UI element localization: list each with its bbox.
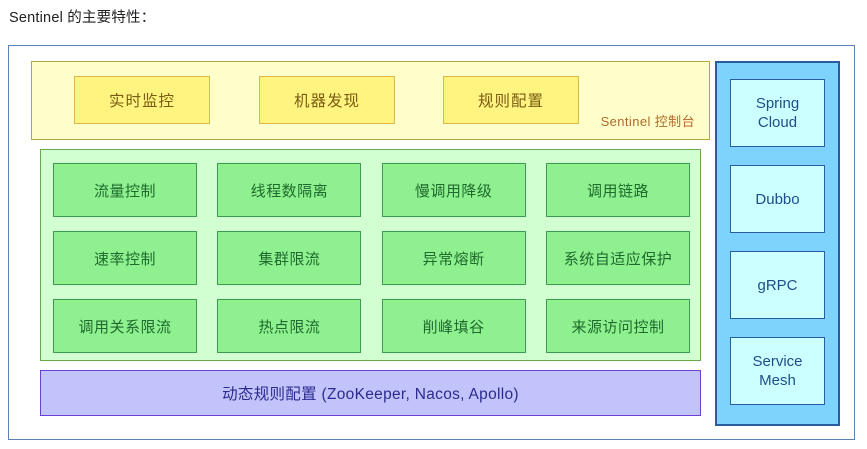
feature-cell-exception-circuit-breaking[interactable]: 异常熔断 [381, 231, 526, 285]
dynamic-rule-datasource-bar[interactable]: 动态规则配置 (ZooKeeper, Nacos, Apollo) [40, 370, 701, 416]
feature-cell-origin-access-control[interactable]: 来源访问控制 [545, 299, 690, 353]
feature-cell-slow-call-degrade[interactable]: 慢调用降级 [381, 163, 526, 217]
sentinel-architecture-diagram: 实时监控 机器发现 规则配置 Sentinel 控制台 流量控制 线程数隔离 慢… [8, 45, 855, 440]
sentinel-core-stack: 实时监控 机器发现 规则配置 Sentinel 控制台 流量控制 线程数隔离 慢… [31, 61, 710, 426]
page-title: Sentinel 的主要特性： [9, 10, 156, 26]
feature-cell-flow-control[interactable]: 流量控制 [53, 163, 197, 217]
integration-spring-cloud[interactable]: Spring Cloud [730, 79, 825, 147]
feature-row: 流量控制 线程数隔离 慢调用降级 调用链路 [53, 163, 690, 217]
console-feature-machine-discovery[interactable]: 机器发现 [259, 76, 395, 124]
sentinel-console-panel: 实时监控 机器发现 规则配置 Sentinel 控制台 [31, 61, 710, 140]
console-feature-rule-configuration[interactable]: 规则配置 [443, 76, 579, 124]
feature-cell-call-chain[interactable]: 调用链路 [545, 163, 690, 217]
feature-cell-thread-isolation[interactable]: 线程数隔离 [217, 163, 362, 217]
feature-cell-system-adaptive-protection[interactable]: 系统自适应保护 [545, 231, 690, 285]
feature-cell-cluster-flow-control[interactable]: 集群限流 [217, 231, 362, 285]
feature-cell-relation-flow-control[interactable]: 调用关系限流 [53, 299, 197, 353]
core-features-panel: 流量控制 线程数隔离 慢调用降级 调用链路 速率控制 集群限流 异常熔断 系统自… [40, 149, 701, 361]
feature-row: 速率控制 集群限流 异常熔断 系统自适应保护 [53, 231, 690, 285]
feature-cell-traffic-shaping[interactable]: 削峰填谷 [381, 299, 526, 353]
console-feature-realtime-monitoring[interactable]: 实时监控 [74, 76, 210, 124]
integrations-panel: Spring Cloud Dubbo gRPC Service Mesh [715, 61, 840, 426]
feature-cell-rate-control[interactable]: 速率控制 [53, 231, 197, 285]
integration-dubbo[interactable]: Dubbo [730, 165, 825, 233]
feature-row: 调用关系限流 热点限流 削峰填谷 来源访问控制 [53, 299, 690, 353]
feature-cell-hotspot-flow-control[interactable]: 热点限流 [217, 299, 362, 353]
console-panel-label: Sentinel 控制台 [600, 114, 695, 129]
integration-grpc[interactable]: gRPC [730, 251, 825, 319]
integration-service-mesh[interactable]: Service Mesh [730, 337, 825, 405]
